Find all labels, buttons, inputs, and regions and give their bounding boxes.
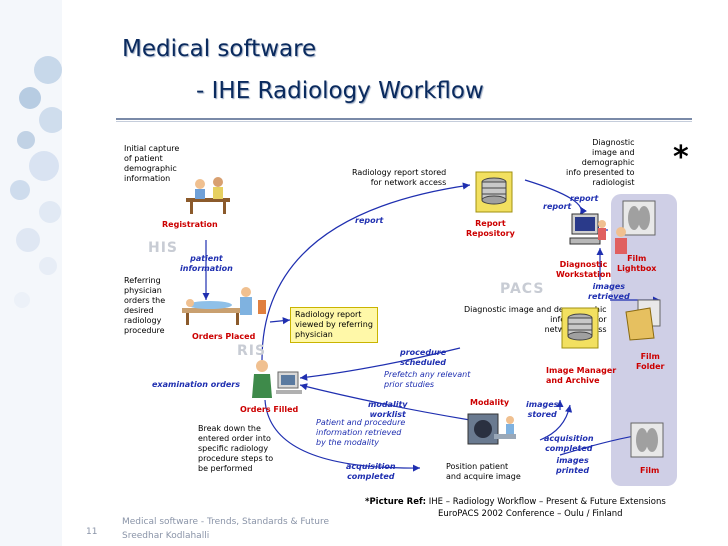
ris-clerk-icon xyxy=(252,360,302,398)
film-folder-icon xyxy=(625,299,661,341)
xray-film-icon-bottom xyxy=(630,422,664,458)
flow-report-1: report xyxy=(355,216,384,225)
region-ris: RIS xyxy=(237,343,267,359)
image-manager-icon xyxy=(561,307,599,349)
report-repository-icon xyxy=(475,171,513,213)
footer-line1: Medical software - Trends, Standards & F… xyxy=(122,517,330,527)
flow-report-2b: report xyxy=(543,202,572,211)
reference-label: *Picture Ref: xyxy=(365,497,427,507)
picture-reference: *Picture Ref: IHE – Radiology Workflow –… xyxy=(365,497,666,507)
reference-line2: EuroPACS 2002 Conference – Oulu / Finlan… xyxy=(438,509,623,519)
title-underline-shadow xyxy=(116,121,692,122)
node-film: Film xyxy=(640,466,660,475)
region-his: HIS xyxy=(148,240,179,256)
radiologist-icon xyxy=(615,227,627,254)
xray-film-icon-top xyxy=(622,200,656,236)
modality-scanner-icon xyxy=(467,413,516,445)
asterisk-marker: * xyxy=(673,140,689,175)
node-registration: Registration xyxy=(162,220,218,229)
region-pacs: PACS xyxy=(500,281,545,297)
sidebar-decoration xyxy=(0,0,62,546)
slide-title-line1: Medical software xyxy=(122,36,317,62)
physician-patient-icon xyxy=(182,287,266,325)
slide-title-line2: - IHE Radiology Workflow xyxy=(196,78,484,104)
registration-clerk-icon xyxy=(186,177,230,214)
node-orders-placed: Orders Placed xyxy=(192,332,256,341)
reference-line1: IHE – Radiology Workflow – Present & Fut… xyxy=(428,497,666,507)
flow-report-2: report xyxy=(570,194,599,203)
diagnostic-workstation-icon xyxy=(569,213,606,245)
footer-line2: Sreedhar Kodlahalli xyxy=(122,531,210,541)
flow-examination-orders: examination orders xyxy=(152,380,240,389)
title-underline xyxy=(116,118,692,120)
page-number: 11 xyxy=(86,527,98,537)
node-modality: Modality xyxy=(470,398,510,407)
node-orders-filled: Orders Filled xyxy=(240,405,299,414)
